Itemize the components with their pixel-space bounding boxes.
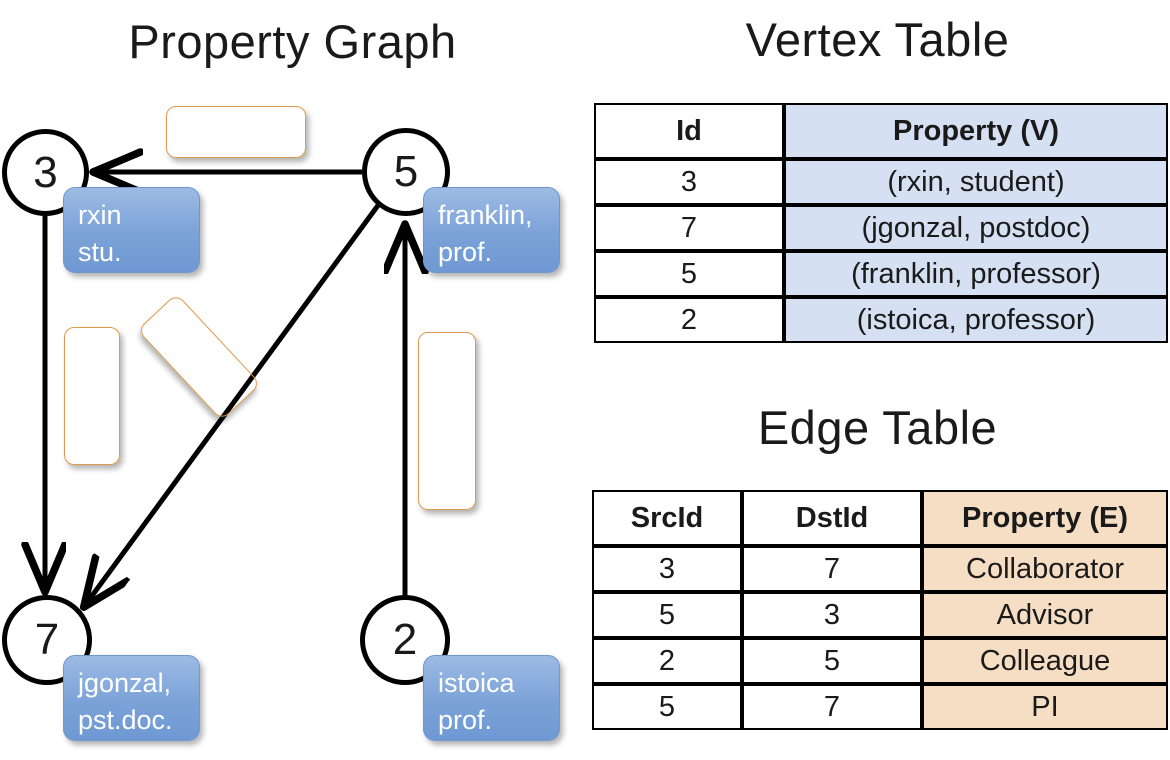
vertex-property-rxin-line1: rxin bbox=[78, 200, 122, 230]
graph-vertex-3-label: 3 bbox=[33, 147, 58, 197]
edge-table-header-property: Property (E) bbox=[922, 490, 1168, 546]
edge-row-1-src: 5 bbox=[592, 592, 742, 638]
vertex-property-jgonzal-line2: pst.doc. bbox=[78, 705, 173, 735]
edge-table: SrcId DstId Property (E) 3 7 Collaborato… bbox=[592, 490, 1168, 730]
edge-label-advisor-text: Advisor bbox=[189, 116, 283, 147]
page-title-edge-table: Edge Table bbox=[757, 401, 998, 454]
vertex-row-0-property: (rxin, student) bbox=[784, 159, 1168, 205]
vertex-row-3-property: (istoica, professor) bbox=[784, 297, 1168, 343]
edge-row-0-dst: 7 bbox=[742, 546, 922, 592]
edge-row-1-property: Advisor bbox=[922, 592, 1168, 638]
edge-row-0-src: 3 bbox=[592, 546, 742, 592]
edge-row-0-property: Collaborator bbox=[922, 546, 1168, 592]
vertex-property-callout-istoica: istoica prof. bbox=[423, 655, 560, 741]
vertex-property-callout-jgonzal: jgonzal, pst.doc. bbox=[63, 655, 200, 741]
vertex-row-2-id: 5 bbox=[594, 251, 784, 297]
vertex-property-rxin-line2: stu. bbox=[78, 237, 122, 267]
vertex-property-jgonzal-line1: jgonzal, bbox=[78, 668, 172, 698]
vertex-table-header-property: Property (V) bbox=[784, 103, 1168, 159]
graph-vertex-2-label: 2 bbox=[392, 615, 418, 664]
property-graph-diagram: Advisor Collab. PI Colleague 3 5 7 2 rxi… bbox=[0, 0, 585, 760]
edge-label-pi-text: PI bbox=[179, 337, 220, 378]
vertex-table-header-id: Id bbox=[594, 103, 784, 159]
edge-row-3-property: PI bbox=[922, 684, 1168, 730]
vertex-row-2-property: (franklin, professor) bbox=[784, 251, 1168, 297]
table-row[interactable]: 7 (jgonzal, postdoc) bbox=[594, 205, 1168, 251]
edge-label-collab: Collab. bbox=[64, 327, 120, 465]
vertex-row-3-id: 2 bbox=[594, 297, 784, 343]
edge-table-header-srcid: SrcId bbox=[592, 490, 742, 546]
page-title-vertex-table: Vertex Table bbox=[745, 13, 1010, 66]
graph-vertex-5[interactable]: 5 bbox=[362, 128, 450, 216]
page-title-property-graph: Property Graph bbox=[128, 15, 457, 68]
table-row[interactable]: 2 (istoica, professor) bbox=[594, 297, 1168, 343]
table-row[interactable]: 5 3 Advisor bbox=[592, 592, 1168, 638]
vertex-row-1-id: 7 bbox=[594, 205, 784, 251]
vertex-row-1-property: (jgonzal, postdoc) bbox=[784, 205, 1168, 251]
table-row[interactable]: 5 7 PI bbox=[592, 684, 1168, 730]
vertex-property-callout-rxin: rxin stu. bbox=[63, 187, 200, 273]
edge-row-1-dst: 3 bbox=[742, 592, 922, 638]
edge-row-2-src: 2 bbox=[592, 638, 742, 684]
vertex-property-istoica-line1: istoica bbox=[438, 668, 515, 698]
graph-vertex-5-label: 5 bbox=[393, 147, 419, 196]
vertex-row-0-id: 3 bbox=[594, 159, 784, 205]
table-row[interactable]: 5 (franklin, professor) bbox=[594, 251, 1168, 297]
edge-table-header-dstid: DstId bbox=[742, 490, 922, 546]
vertex-property-franklin-line2: prof. bbox=[438, 237, 493, 267]
edge-5-to-7 bbox=[86, 202, 382, 604]
edge-row-3-dst: 7 bbox=[742, 684, 922, 730]
vertex-table-header-row: Id Property (V) bbox=[594, 103, 1168, 159]
edge-row-2-dst: 5 bbox=[742, 638, 922, 684]
edge-label-advisor: Advisor bbox=[166, 106, 306, 158]
edge-table-header-row: SrcId DstId Property (E) bbox=[592, 490, 1168, 546]
edge-label-colleague: Colleague bbox=[418, 332, 476, 510]
edge-row-3-src: 5 bbox=[592, 684, 742, 730]
table-row[interactable]: 3 (rxin, student) bbox=[594, 159, 1168, 205]
vertex-property-istoica-line2: prof. bbox=[438, 705, 493, 735]
graph-edge-lines bbox=[0, 0, 585, 760]
edge-row-2-property: Colleague bbox=[922, 638, 1168, 684]
graph-vertex-7-label: 7 bbox=[34, 615, 60, 664]
edge-label-collab-text: Collab. bbox=[77, 352, 109, 440]
table-row[interactable]: 2 5 Colleague bbox=[592, 638, 1168, 684]
vertex-property-callout-franklin: franklin, prof. bbox=[423, 187, 560, 273]
edge-label-colleague-text: Colleague bbox=[432, 357, 464, 485]
table-row[interactable]: 3 7 Collaborator bbox=[592, 546, 1168, 592]
vertex-table: Id Property (V) 3 (rxin, student) 7 (jgo… bbox=[594, 103, 1168, 343]
vertex-property-franklin-line1: franklin, bbox=[438, 200, 533, 230]
graph-vertex-2[interactable]: 2 bbox=[360, 595, 450, 685]
